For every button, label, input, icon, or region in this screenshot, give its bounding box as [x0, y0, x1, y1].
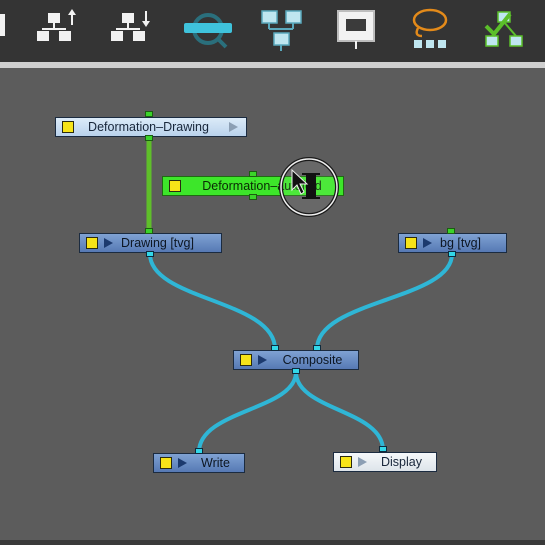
- node-input-port[interactable]: [313, 345, 321, 351]
- node-input-port[interactable]: [145, 228, 153, 234]
- node-enable-toggle[interactable]: [405, 237, 417, 249]
- drag-cursor: [278, 156, 340, 218]
- node-input-port[interactable]: [447, 228, 455, 234]
- node-play-arrow-icon: [423, 238, 432, 248]
- search-nodes-button[interactable]: [178, 6, 238, 52]
- node-output-port[interactable]: [448, 251, 456, 257]
- node-label: Write: [201, 456, 230, 470]
- node-output-port[interactable]: [145, 135, 153, 141]
- node-write[interactable]: Write: [153, 453, 245, 473]
- node-enable-toggle[interactable]: [340, 456, 352, 468]
- node-enable-toggle[interactable]: [86, 237, 98, 249]
- node-bg[interactable]: bg [tvg]: [398, 233, 507, 253]
- check-nodes-button[interactable]: [478, 6, 530, 52]
- node-output-port[interactable]: [249, 194, 257, 200]
- node-label: Composite: [282, 353, 343, 367]
- node-enable-toggle[interactable]: [160, 457, 172, 469]
- node-enable-toggle[interactable]: [62, 121, 74, 133]
- node-label: Drawing [tvg]: [121, 236, 194, 250]
- node-play-arrow-icon: [104, 238, 113, 248]
- cursor-highlight-icon: [279, 157, 339, 217]
- node-play-arrow-icon: [229, 122, 238, 132]
- group-nodes-icon: [258, 7, 306, 51]
- display-button[interactable]: [330, 6, 382, 52]
- node-play-arrow-icon: [258, 355, 267, 365]
- bottom-strip: [0, 540, 545, 545]
- display-icon: [334, 7, 378, 51]
- node-label: Display: [381, 455, 422, 469]
- node-drawing[interactable]: Drawing [tvg]: [79, 233, 222, 253]
- node-label: Deformation–Drawing: [88, 120, 209, 134]
- toolbar-separator: [0, 62, 545, 68]
- node-play-arrow-icon: [178, 458, 187, 468]
- move-down-icon: [108, 9, 152, 49]
- node-input-port[interactable]: [145, 111, 153, 117]
- node-enable-toggle[interactable]: [240, 354, 252, 366]
- node-view-canvas[interactable]: [0, 68, 545, 540]
- node-display[interactable]: Display: [333, 452, 437, 472]
- move-down-button[interactable]: [104, 6, 156, 52]
- node-play-arrow-icon: [358, 457, 367, 467]
- move-up-icon: [34, 9, 78, 49]
- lasso-select-icon: [406, 6, 454, 52]
- lasso-select-button[interactable]: [404, 6, 456, 52]
- toolbar: [0, 0, 545, 62]
- partial-toolbar-icon: [0, 14, 5, 36]
- move-up-button[interactable]: [30, 6, 82, 52]
- check-nodes-icon: [480, 6, 528, 52]
- node-input-port[interactable]: [249, 171, 257, 177]
- node-label: bg [tvg]: [440, 236, 481, 250]
- node-input-port[interactable]: [379, 446, 387, 452]
- node-input-port[interactable]: [271, 345, 279, 351]
- node-enable-toggle[interactable]: [169, 180, 181, 192]
- node-output-port[interactable]: [292, 368, 300, 374]
- node-output-port[interactable]: [146, 251, 154, 257]
- node-input-port[interactable]: [195, 448, 203, 454]
- group-nodes-button[interactable]: [256, 6, 308, 52]
- node-deformation-drawing[interactable]: Deformation–Drawing: [55, 117, 247, 137]
- node-composite[interactable]: Composite: [233, 350, 359, 370]
- search-nodes-icon: [180, 9, 236, 49]
